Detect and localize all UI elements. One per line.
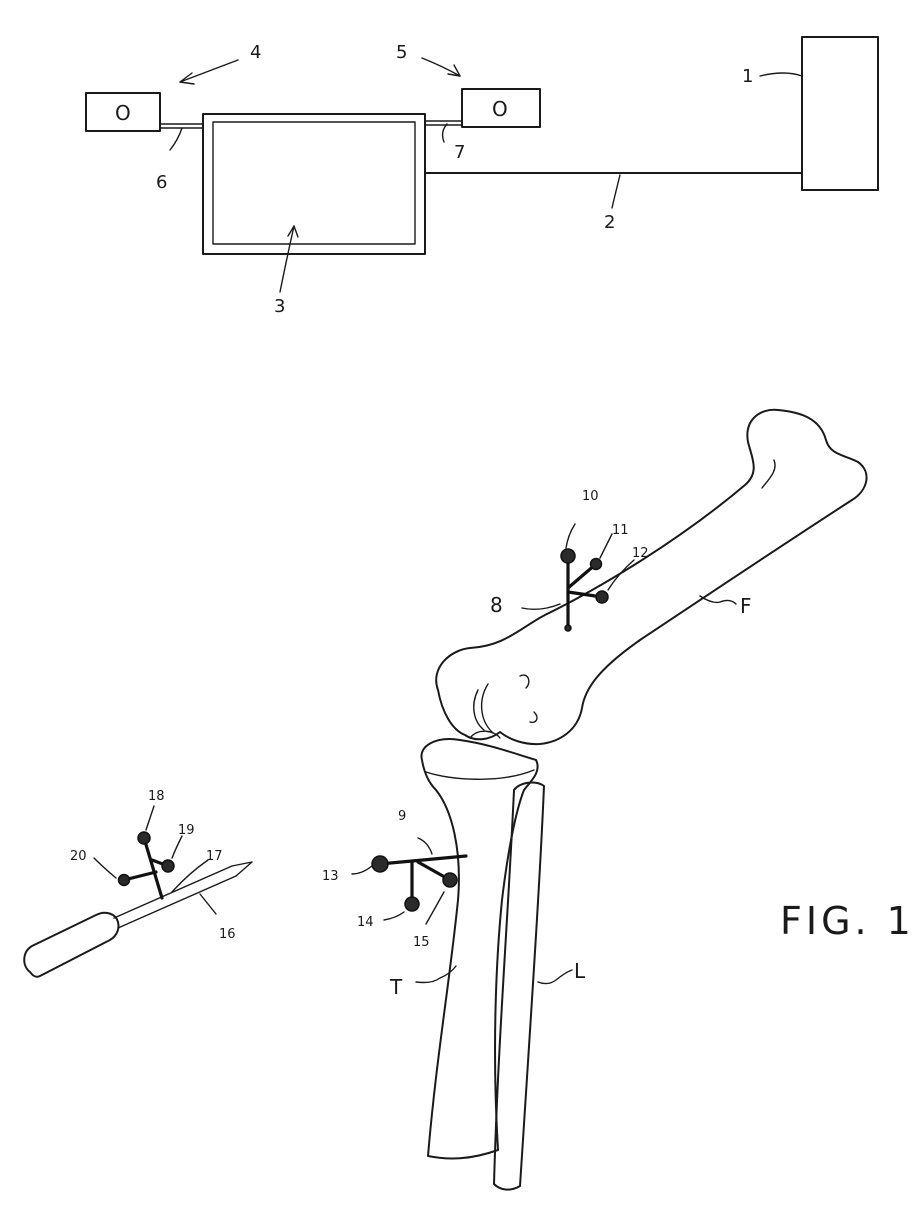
marker-20 bbox=[119, 875, 130, 886]
leader-7 bbox=[443, 124, 447, 142]
marker-14 bbox=[405, 897, 419, 911]
leader-15 bbox=[426, 892, 444, 924]
tibia-outline bbox=[421, 739, 537, 1158]
arrow-4-head bbox=[180, 73, 194, 84]
patella-gap bbox=[470, 731, 500, 738]
pointer-tip bbox=[232, 862, 252, 876]
numeral-15: 15 bbox=[413, 935, 430, 950]
femur-reference-array: 10 11 12 8 bbox=[490, 489, 649, 631]
computer-unit bbox=[802, 37, 878, 190]
numeral-6: 6 bbox=[156, 172, 167, 193]
marker-19 bbox=[162, 860, 174, 872]
numeral-13: 13 bbox=[322, 869, 339, 884]
numeral-12: 12 bbox=[632, 546, 649, 561]
letter-L: L bbox=[574, 959, 586, 983]
camera-right-lens: O bbox=[492, 97, 508, 121]
leader-6 bbox=[170, 128, 182, 150]
pointer-shaft-top bbox=[114, 866, 232, 918]
numeral-20: 20 bbox=[70, 849, 87, 864]
pointer-handle bbox=[24, 913, 118, 977]
camera-housing-outer bbox=[203, 114, 425, 254]
numeral-11: 11 bbox=[612, 523, 629, 538]
femur-notch bbox=[520, 675, 529, 688]
leader-12 bbox=[608, 560, 634, 590]
figure-title: FIG. 1 bbox=[780, 899, 912, 943]
fibula: L bbox=[494, 783, 586, 1190]
camera-left-lens: O bbox=[115, 101, 131, 125]
pointer-reference-array: 18 19 17 20 bbox=[70, 789, 223, 898]
leader-10 bbox=[566, 524, 575, 548]
arrow-4 bbox=[180, 60, 238, 82]
femur-outline bbox=[436, 410, 866, 744]
marker-18 bbox=[138, 832, 150, 844]
leader-18 bbox=[146, 806, 154, 830]
tibia: T bbox=[389, 731, 538, 1158]
leader-9 bbox=[418, 838, 432, 854]
numeral-16: 16 bbox=[219, 927, 236, 942]
fibula-outline bbox=[494, 783, 544, 1190]
numeral-2: 2 bbox=[604, 212, 615, 233]
femur-head-notch bbox=[762, 460, 775, 488]
femur-notch-2 bbox=[530, 712, 537, 722]
marker-10 bbox=[561, 549, 575, 563]
numeral-18: 18 bbox=[148, 789, 165, 804]
leader-8 bbox=[522, 604, 560, 609]
navigation-system-schematic: 1 2 3 O 6 4 O 7 5 bbox=[86, 37, 878, 317]
numeral-1: 1 bbox=[742, 66, 753, 87]
leader-17 bbox=[172, 860, 208, 892]
numeral-8: 8 bbox=[490, 593, 503, 617]
tibia-plateau bbox=[426, 770, 534, 779]
numeral-3: 3 bbox=[274, 296, 285, 317]
leader-L bbox=[538, 970, 572, 984]
tibia-reference-array: 9 13 14 15 bbox=[322, 809, 466, 950]
leader-19 bbox=[172, 836, 182, 858]
leader-13 bbox=[352, 866, 372, 874]
numeral-17: 17 bbox=[206, 849, 223, 864]
letter-F: F bbox=[740, 594, 752, 618]
numeral-10: 10 bbox=[582, 489, 599, 504]
camera-housing-inner bbox=[213, 122, 415, 244]
femur: F bbox=[436, 410, 866, 744]
leader-20 bbox=[94, 858, 116, 878]
marker-15 bbox=[443, 873, 457, 887]
pointer-instrument: 16 bbox=[24, 862, 252, 977]
numeral-7: 7 bbox=[454, 142, 465, 163]
leader-16 bbox=[200, 894, 216, 914]
numeral-4: 4 bbox=[250, 42, 261, 63]
pointer-shaft-bottom bbox=[118, 876, 236, 928]
leader-2 bbox=[612, 175, 620, 208]
leader-11 bbox=[600, 534, 612, 558]
marker-11 bbox=[591, 559, 602, 570]
numeral-14: 14 bbox=[357, 915, 374, 930]
numeral-9: 9 bbox=[398, 809, 406, 824]
femur-condyle-line bbox=[482, 684, 492, 732]
marker-13 bbox=[372, 856, 388, 872]
arrow-3 bbox=[280, 226, 294, 292]
letter-T: T bbox=[389, 975, 403, 999]
leader-14 bbox=[384, 912, 404, 920]
numeral-19: 19 bbox=[178, 823, 195, 838]
marker-12 bbox=[596, 591, 608, 603]
leader-1 bbox=[760, 73, 802, 76]
numeral-5: 5 bbox=[396, 42, 407, 63]
